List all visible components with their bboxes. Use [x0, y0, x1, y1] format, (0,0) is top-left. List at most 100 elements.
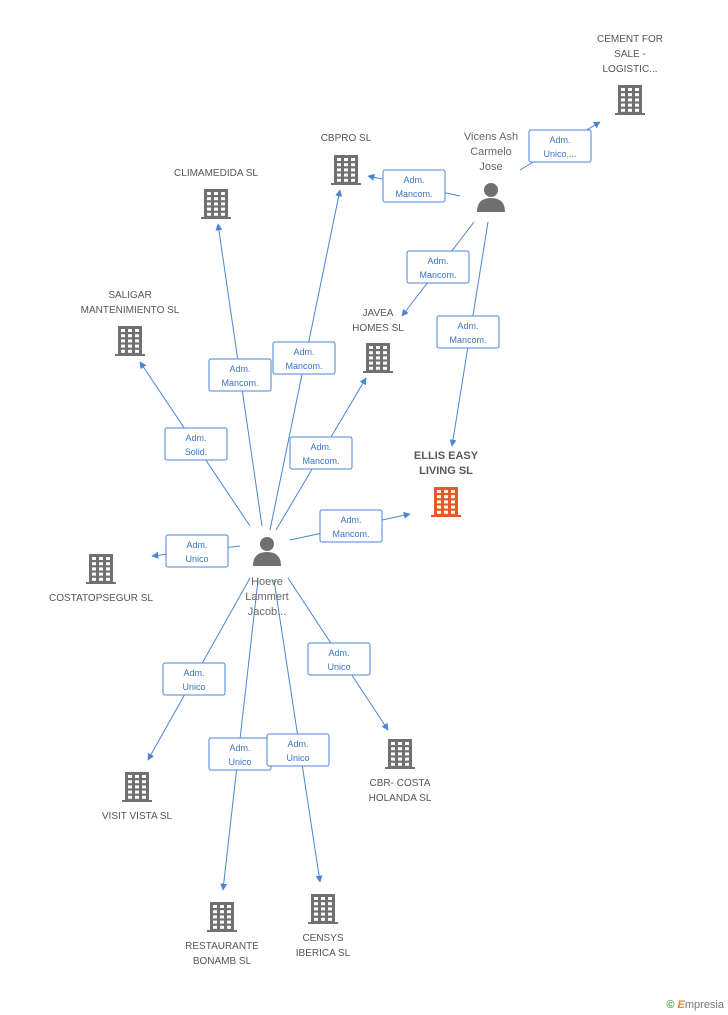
node-label: HOLANDA SL: [369, 793, 432, 804]
node-label: IBERICA SL: [296, 948, 351, 959]
node-label: COSTATOPSEGUR SL: [49, 593, 153, 604]
edge-label-text: Unico: [182, 682, 205, 692]
edge-label-box: [289, 436, 353, 470]
edge-label-box: [319, 509, 383, 543]
edge-label-box: [382, 169, 446, 203]
person-icon: [477, 183, 505, 212]
company-node-visit[interactable]: VISIT VISTA SL: [102, 772, 173, 822]
edge-label-hoeve-cbpro[interactable]: Adm. Mancom.: [272, 341, 336, 375]
edge-label-vicens-ellis[interactable]: Adm.Mancom.: [436, 315, 500, 349]
edge-label-text: Unico: [228, 757, 251, 767]
node-label: Hoeve: [251, 576, 283, 588]
edge-label-text: Adm.: [287, 739, 308, 749]
node-label: ELLIS EASY: [414, 450, 479, 462]
edge-label-text: Solid.: [185, 447, 208, 457]
edge-label-text: Adm.: [328, 648, 349, 658]
empresia-logo[interactable]: © Empresia: [666, 999, 724, 1011]
edge-label-text: Adm.: [310, 442, 331, 452]
edge-labels-layer: Adm.Unico,...Adm.Mancom.Adm.Mancom.Adm.M…: [162, 129, 592, 771]
node-label: CBPRO SL: [321, 133, 372, 144]
edge-label-text: Mancom.: [419, 270, 456, 280]
edge-label-text: Adm.: [427, 256, 448, 266]
edge-label-text: Adm.: [229, 364, 250, 374]
person-node-hoeve[interactable]: HoeveLammertJacob...: [245, 537, 289, 618]
node-label: Vicens Ash: [464, 131, 518, 143]
node-label: CEMENT FOR: [597, 34, 663, 45]
node-label: CLIMAMEDIDA SL: [174, 168, 258, 179]
edges-layer: [139, 121, 601, 891]
edge-label-hoeve-visit[interactable]: Adm. Unico: [162, 662, 226, 696]
edge-label-box: [528, 129, 592, 163]
edge-label-text: Mancom.: [449, 335, 486, 345]
edge-label-text: Mancom.: [332, 529, 369, 539]
building-icon: [201, 189, 231, 219]
edge-label-text: Adm.: [229, 743, 250, 753]
node-label: HOMES SL: [352, 323, 404, 334]
edge-label-hoeve-climamedida[interactable]: Adm. Mancom.: [208, 358, 272, 392]
edge-label-vicens-cbpro[interactable]: Adm. Mancom.: [382, 169, 446, 203]
node-label: BONAMB SL: [193, 956, 252, 967]
edge-label-hoeve-costatop[interactable]: Adm.Unico: [165, 534, 229, 568]
edge-label-hoeve-restaurante[interactable]: Adm. Unico: [208, 737, 272, 771]
edge-label-vicens-javea[interactable]: Adm. Mancom.: [406, 250, 470, 284]
edge-label-box: [266, 733, 330, 767]
company-node-cbrcosta[interactable]: CBR- COSTA HOLANDA SL: [369, 739, 432, 804]
building-icon: [122, 772, 152, 802]
edge-label-box: [307, 642, 371, 676]
company-node-climamedida[interactable]: CLIMAMEDIDA SL: [174, 168, 258, 219]
node-label: SALIGAR: [108, 290, 151, 301]
node-label: RESTAURANTE: [185, 941, 259, 952]
edge-label-text: Mancom.: [221, 378, 258, 388]
node-label: CENSYS: [302, 933, 343, 944]
building-icon: [363, 343, 393, 373]
node-label: MANTENIMIENTO SL: [81, 305, 180, 316]
building-icon: [331, 155, 361, 185]
edge-label-box: [162, 662, 226, 696]
edge-label-box: [165, 534, 229, 568]
edge-label-text: Adm.: [549, 135, 570, 145]
edge-label-text: Mancom.: [285, 361, 322, 371]
edge-label-box: [406, 250, 470, 284]
node-label: Carmelo: [470, 146, 512, 158]
edge-label-text: Adm.: [340, 515, 361, 525]
company-node-cbpro[interactable]: CBPRO SL: [321, 133, 372, 185]
node-label: SALE -: [614, 49, 646, 60]
edge-label-box: [436, 315, 500, 349]
edge-label-vicens-cement[interactable]: Adm.Unico,...: [528, 129, 592, 163]
edge-label-box: [208, 358, 272, 392]
company-node-restaurante[interactable]: RESTAURANTE BONAMB SL: [185, 902, 259, 967]
edge-label-hoeve-cbrcosta[interactable]: Adm. Unico: [307, 642, 371, 676]
node-label: CBR- COSTA: [370, 778, 431, 789]
edge-label-text: Adm.: [185, 433, 206, 443]
edge-label-box: [164, 427, 228, 461]
company-node-saligar[interactable]: SALIGAR MANTENIMIENTO SL: [81, 290, 180, 356]
edge-label-text: Adm.: [403, 175, 424, 185]
edge-label-text: Adm.: [186, 540, 207, 550]
edge-label-hoeve-saligar[interactable]: Adm. Solid.: [164, 427, 228, 461]
building-icon: [431, 487, 461, 517]
edge-label-text: Adm.: [293, 347, 314, 357]
company-node-costatop[interactable]: COSTATOPSEGUR SL: [49, 554, 153, 604]
edge-label-text: Adm.: [183, 668, 204, 678]
edge-label-text: Mancom.: [395, 189, 432, 199]
brand-initial: E: [677, 999, 685, 1011]
edge-label-text: Unico: [327, 662, 350, 672]
edge-label-hoeve-censys[interactable]: Adm. Unico: [266, 733, 330, 767]
building-icon: [86, 554, 116, 584]
node-label: Lammert: [245, 591, 288, 603]
node-label: VISIT VISTA SL: [102, 811, 173, 822]
edge-label-hoeve-ellis[interactable]: Adm. Mancom.: [319, 509, 383, 543]
building-icon: [385, 739, 415, 769]
edge-label-hoeve-javea[interactable]: Adm.Mancom.: [289, 436, 353, 470]
company-node-censys[interactable]: CENSYS IBERICA SL: [296, 894, 351, 959]
building-icon: [115, 326, 145, 356]
edge-label-text: Unico: [286, 753, 309, 763]
building-icon: [615, 85, 645, 115]
building-icon: [207, 902, 237, 932]
